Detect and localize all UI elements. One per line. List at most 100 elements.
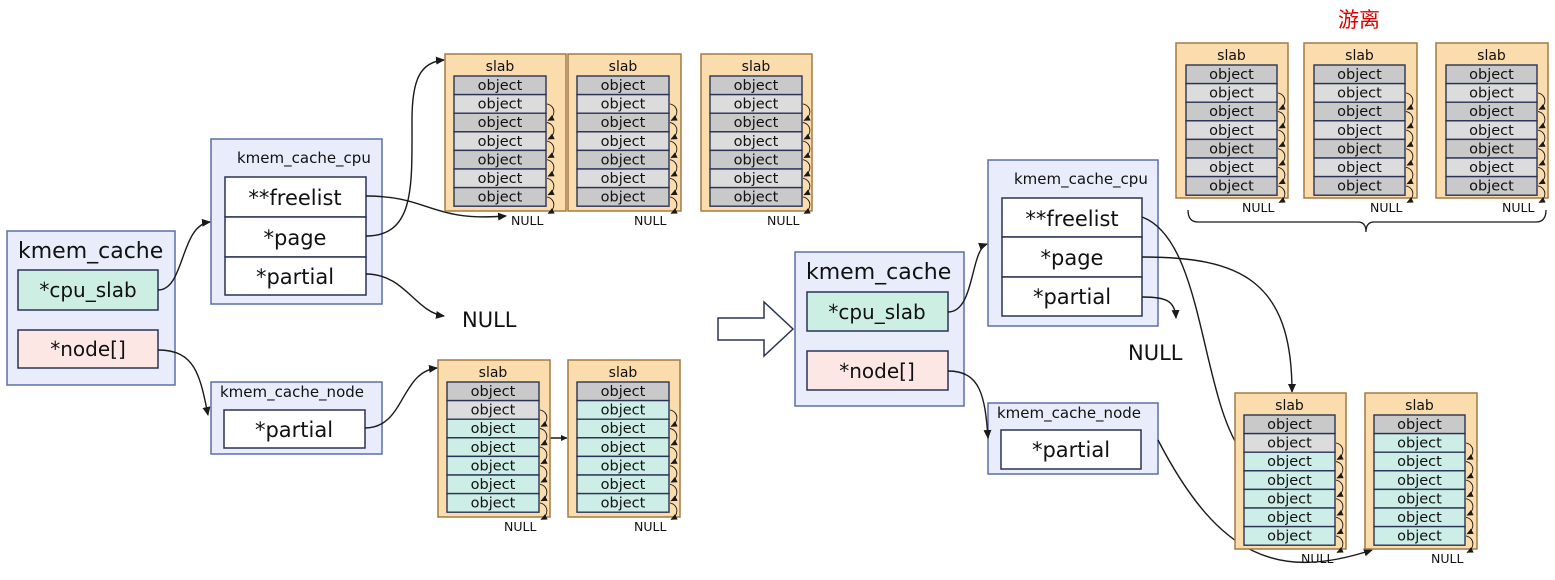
object-label: object	[1267, 417, 1312, 433]
slab-null-label: NULL	[767, 213, 799, 228]
freelist-link	[669, 140, 678, 159]
freelist-link	[546, 103, 555, 121]
slab-box: slabobjectobjectobjectobjectobjectobject…	[1435, 42, 1549, 215]
freelist-link	[539, 428, 548, 446]
object-label: object	[478, 152, 523, 168]
freelist-link	[669, 159, 678, 177]
page-field	[224, 216, 367, 258]
object-label: object	[1209, 141, 1254, 157]
object-label: object	[1267, 454, 1312, 470]
object-label: object	[1337, 141, 1382, 157]
freelist-link	[539, 465, 548, 483]
kmem-cache-cpu-title: kmem_cache_cpu	[237, 149, 371, 168]
arrow-node-partial-to-slab	[364, 364, 438, 429]
freelist-link	[1537, 185, 1546, 203]
freelist-link	[802, 122, 811, 140]
object-label: object	[601, 115, 646, 131]
slab-null-label: NULL	[634, 519, 666, 534]
object-label: object	[1267, 436, 1312, 452]
object-cell	[576, 492, 670, 513]
slab-title: slab	[609, 365, 638, 381]
object-label: object	[1469, 160, 1514, 176]
slab-box: slabobjectobjectobjectobjectobjectobject…	[444, 53, 567, 228]
left-kmem-cache-cpu: kmem_cache_cpu **freelist *page *partial	[210, 138, 383, 305]
slab-null-label: NULL	[504, 519, 536, 534]
arrow-partial-to-null-right	[1141, 296, 1180, 319]
node-partial-field	[223, 409, 366, 449]
object-label: object	[471, 403, 516, 419]
slab-box: slabobjectobjectobjectobjectobjectobject…	[1234, 392, 1347, 566]
freelist-link	[1335, 442, 1344, 460]
object-label: object	[471, 440, 516, 456]
object-label: object	[1337, 179, 1382, 195]
arrow-freelist-to-object	[365, 195, 507, 221]
freelist-link	[669, 465, 678, 483]
freelist-link	[1465, 498, 1474, 516]
partial-label: *partial	[1033, 285, 1111, 309]
freelist-link	[1277, 166, 1286, 185]
slab-title: slab	[1477, 48, 1506, 64]
object-label: object	[471, 384, 516, 400]
freelist-link	[669, 177, 678, 196]
object-label: object	[1469, 86, 1514, 102]
object-label: object	[1209, 67, 1254, 83]
arrow-node-to-node-right	[947, 370, 992, 439]
object-label: object	[1267, 473, 1312, 489]
slab-title: slab	[609, 59, 638, 75]
object-label: object	[601, 458, 646, 474]
freelist-field	[1001, 197, 1143, 238]
object-label: object	[734, 171, 779, 187]
freelist-link	[1277, 185, 1286, 203]
freelist-link	[802, 177, 811, 196]
object-label: object	[1267, 510, 1312, 526]
object-label: object	[601, 97, 646, 113]
freelist-link	[1465, 461, 1474, 479]
object-label: object	[1209, 179, 1254, 195]
object-label: object	[1397, 529, 1442, 545]
kmem-cache-node-title: kmem_cache_node	[220, 383, 364, 402]
slab-layer: slab object object object object object object…	[437, 42, 1549, 566]
freelist-link	[1465, 535, 1474, 553]
object-label: object	[734, 134, 779, 150]
floating-label: 游离	[1338, 8, 1380, 32]
object-cell	[1445, 175, 1538, 196]
object-label: object	[1397, 473, 1442, 489]
arrow-page-to-slab-right	[1141, 256, 1296, 393]
slab-box: slabobjectobjectobjectobjectobjectobject…	[1364, 392, 1478, 566]
object-label: object	[1337, 67, 1382, 83]
object-cell	[576, 186, 670, 207]
object-label: object	[1469, 67, 1514, 83]
pointer-arrows	[157, 56, 1373, 564]
object-label: object	[1209, 104, 1254, 120]
object-label: object	[478, 190, 523, 206]
object-label: object	[601, 421, 646, 437]
slab-title: slab	[1405, 398, 1434, 414]
slab-null-label: NULL	[1301, 551, 1333, 566]
freelist-link	[546, 122, 555, 140]
freelist-link	[1335, 461, 1344, 479]
kmem-cache-node-title: kmem_cache_node	[997, 404, 1141, 423]
slab-null-label: NULL	[1242, 200, 1274, 215]
freelist-link	[1335, 535, 1344, 553]
slab-null-label: NULL	[1431, 551, 1463, 566]
slab-title: slab	[1345, 48, 1374, 64]
freelist-link	[1537, 148, 1546, 166]
freelist-link	[1465, 516, 1474, 535]
freelist-link	[1537, 166, 1546, 185]
arrow-partial-to-null	[365, 273, 445, 319]
freelist-label: **freelist	[248, 186, 341, 210]
freelist-link	[1277, 148, 1286, 166]
object-label: object	[471, 477, 516, 493]
right-kmem-cache: kmem_cache *cpu_slab *node[]	[794, 251, 965, 407]
object-label: object	[478, 115, 523, 131]
kmem-cache-title: kmem_cache	[806, 260, 951, 285]
freelist-link	[669, 446, 678, 465]
object-cell	[1373, 525, 1466, 546]
partial-field	[1001, 276, 1143, 317]
node-partial-label: *partial	[255, 418, 333, 442]
slab-title: slab	[479, 365, 508, 381]
object-label: object	[734, 78, 779, 94]
slab-null-label: NULL	[511, 213, 543, 228]
floating-group-brace	[1187, 209, 1547, 233]
slab-box: slabobjectobjectobjectobjectobjectobject…	[567, 53, 682, 228]
